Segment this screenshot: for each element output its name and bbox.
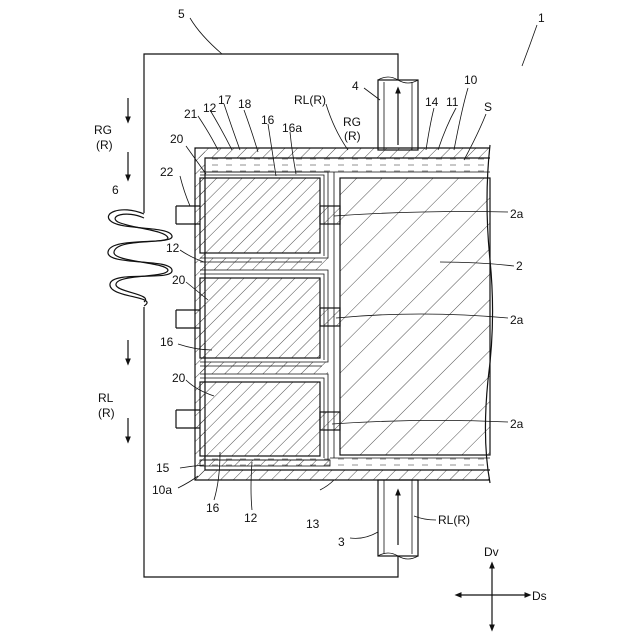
label-17: 17 xyxy=(218,93,232,107)
inlet-pipe xyxy=(378,480,418,559)
label-12-mid: 12 xyxy=(166,241,180,255)
label-rl-left-r: (R) xyxy=(98,406,115,420)
coil xyxy=(108,210,172,306)
label-2a-1: 2a xyxy=(510,207,524,221)
direction-indicator xyxy=(458,565,528,628)
label-15: 15 xyxy=(156,461,170,475)
label-12-top: 12 xyxy=(203,101,217,115)
label-11: 11 xyxy=(446,95,459,109)
outlet-pipe xyxy=(378,77,418,150)
label-2a-3: 2a xyxy=(510,417,524,431)
label-20-2: 20 xyxy=(172,273,186,287)
cell-stack xyxy=(200,172,330,466)
label-16-mid: 16 xyxy=(160,335,174,349)
label-rg-left-r: (R) xyxy=(96,138,113,152)
label-13: 13 xyxy=(306,517,320,531)
cell-3 xyxy=(200,382,320,456)
label-dv: Dv xyxy=(484,545,499,559)
label-12-bot: 12 xyxy=(244,511,258,525)
contact-2a-3 xyxy=(320,412,340,430)
label-3: 3 xyxy=(338,535,345,549)
label-rl-r-bottom: RL(R) xyxy=(438,513,470,527)
liquid-space-top xyxy=(205,158,490,172)
label-rl-r-top: RL(R) xyxy=(294,93,326,107)
label-10a: 10a xyxy=(152,483,172,497)
label-2: 2 xyxy=(516,259,523,273)
label-22: 22 xyxy=(160,165,174,179)
label-16a: 16a xyxy=(282,121,302,135)
label-16-top: 16 xyxy=(261,113,275,127)
label-2a-2: 2a xyxy=(510,313,524,327)
label-20-3: 20 xyxy=(172,371,186,385)
label-21: 21 xyxy=(184,107,198,121)
label-rl-left: RL xyxy=(98,391,114,405)
label-6: 6 xyxy=(112,183,119,197)
cell-2 xyxy=(200,278,320,358)
contact-2a-2 xyxy=(320,308,340,326)
label-s: S xyxy=(484,100,492,114)
label-1: 1 xyxy=(538,11,545,25)
label-rg-left: RG xyxy=(94,123,112,137)
label-14: 14 xyxy=(425,95,439,109)
contact-2a-1 xyxy=(320,206,340,224)
label-rg-top-r: (R) xyxy=(344,129,361,143)
label-20-1: 20 xyxy=(170,132,184,146)
label-5: 5 xyxy=(178,7,185,21)
label-18: 18 xyxy=(238,97,252,111)
cell-1 xyxy=(200,178,320,253)
label-10: 10 xyxy=(464,73,478,87)
label-rg-top: RG xyxy=(343,115,361,129)
label-16-bot: 16 xyxy=(206,501,220,515)
label-ds: Ds xyxy=(532,589,547,603)
label-4: 4 xyxy=(352,79,359,93)
